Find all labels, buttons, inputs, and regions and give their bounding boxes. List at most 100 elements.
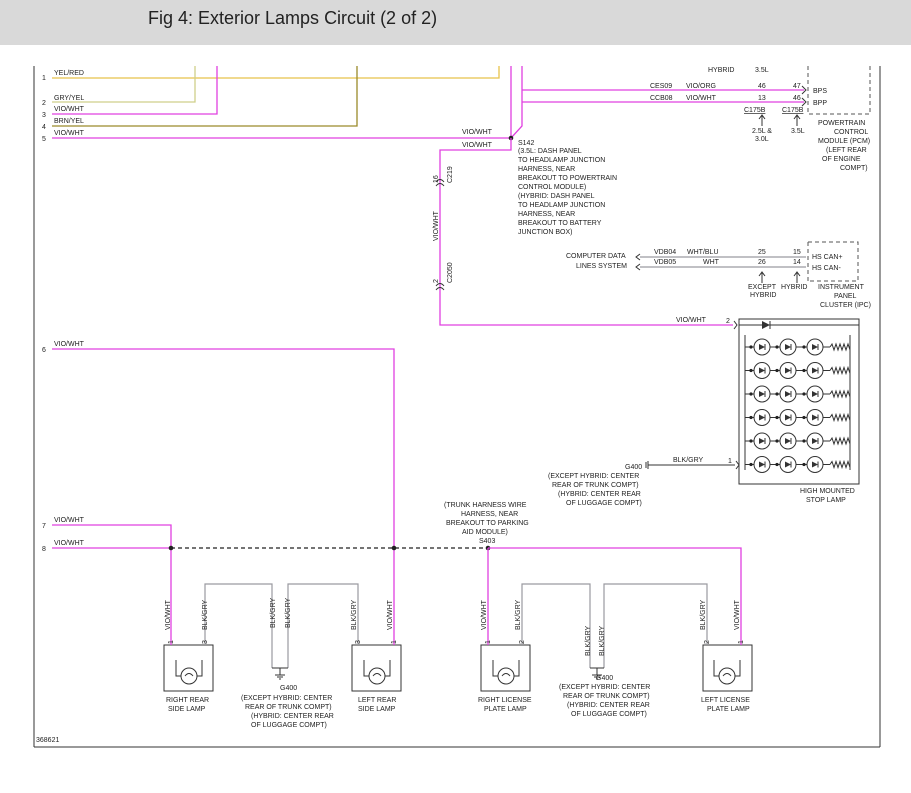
top-wires (52, 66, 523, 318)
figure-title: Fig 4: Exterior Lamps Circuit (2 of 2) (148, 8, 438, 28)
lamp-right-license-plate: VIO/WHT BLK/GRY 1 2 RIGHT LICENSE PLATE … (478, 599, 532, 713)
svg-text:(HYBRID: CENTER REAR: (HYBRID: CENTER REAR (251, 713, 334, 720)
ipc-section: COMPUTER DATA LINES SYSTEM VDB04 WHT/BLU… (566, 241, 871, 309)
c2050-pin: 2 (433, 279, 440, 283)
wire-yel-red (52, 66, 500, 79)
ipc-wire: WHT/BLU (687, 249, 719, 256)
pcm-box (807, 66, 871, 115)
ipc-pin: 15 (793, 249, 801, 256)
svg-text:(EXCEPT HYBRID: CENTER: (EXCEPT HYBRID: CENTER (559, 684, 650, 691)
ipc-wire: WHT (703, 259, 720, 266)
svg-text:BLK/GRY: BLK/GRY (599, 625, 606, 656)
lamp-right-rear-side: VIO/WHT BLK/GRY 1 3 RIGHT REAR SIDE LAMP (163, 599, 214, 713)
wire-gnd-ll (603, 583, 708, 668)
left-pins: 1 YEL/RED 2 GRY/YEL 3 VIO/WHT 4 BRN/YEL … (42, 70, 85, 553)
pcm-signal: BPP (813, 100, 827, 107)
pin-label: VIO/WHT (54, 341, 85, 348)
ipc-pin: 25 (758, 249, 766, 256)
svg-text:2: 2 (519, 640, 526, 644)
svg-text:SIDE LAMP: SIDE LAMP (168, 706, 206, 713)
pcm-circuit: CES09 (650, 83, 672, 90)
wire-gnd-lr (287, 583, 359, 668)
vertical-wire-connectors: 16 C219 VIO/WHT 2 C2050 (433, 166, 454, 291)
pin-num: 6 (42, 347, 46, 354)
ipc-pin: 14 (793, 259, 801, 266)
resistor (829, 412, 851, 423)
wire-brn-yel (52, 66, 358, 127)
svg-text:PLATE LAMP: PLATE LAMP (707, 706, 750, 713)
pcm-wire: VIO/WHT (686, 95, 717, 102)
c219-label: C219 (447, 166, 454, 183)
svg-text:BLK/GRY: BLK/GRY (585, 625, 592, 656)
wire-s142-down (439, 138, 512, 318)
ipc-name: INSTRUMENT (818, 284, 865, 291)
pin-label: VIO/WHT (54, 540, 85, 547)
svg-text:OF LUGGAGE COMPT): OF LUGGAGE COMPT) (251, 722, 327, 729)
wire-vio-wht-3 (52, 66, 218, 115)
g400-right: BLK/GRY BLK/GRY G400 (EXCEPT HYBRID: CEN… (559, 625, 650, 718)
svg-text:(HYBRID: CENTER REAR: (HYBRID: CENTER REAR (567, 702, 650, 709)
hmsl-ground: G400 (625, 464, 642, 471)
svg-text:REAR OF TRUNK COMPT): REAR OF TRUNK COMPT) (552, 482, 639, 489)
pcm-circuit: CCB08 (650, 95, 673, 102)
ipc-pin: 26 (758, 259, 766, 266)
resistor (829, 436, 851, 446)
svg-text:PLATE LAMP: PLATE LAMP (484, 706, 527, 713)
hmsl-wire-gnd: BLK/GRY (673, 457, 704, 464)
pcm-pin: 13 (758, 95, 766, 102)
wire-gnd-rl (521, 583, 591, 668)
svg-text:HARNESS, NEAR: HARNESS, NEAR (518, 166, 575, 173)
svg-text:MODULE (PCM): MODULE (PCM) (818, 138, 870, 145)
svg-text:HARNESS, NEAR: HARNESS, NEAR (518, 211, 575, 218)
ipc-signal: HS CAN- (812, 265, 841, 272)
svg-text:BLK/GRY: BLK/GRY (351, 599, 358, 630)
svg-text:BLK/GRY: BLK/GRY (270, 597, 277, 628)
pin-num: 2 (42, 100, 46, 107)
lamp-left-license-plate: BLK/GRY VIO/WHT 2 1 LEFT LICENSE PLATE L… (700, 599, 753, 713)
pin-label: GRY/YEL (54, 95, 84, 102)
svg-text:BLK/GRY: BLK/GRY (700, 599, 707, 630)
pcm-wire: VIO/ORG (686, 83, 716, 90)
wire-gnd-rr (204, 583, 273, 668)
ipc-sys: COMPUTER DATA (566, 253, 626, 260)
figure-header: Fig 4: Exterior Lamps Circuit (2 of 2) (0, 0, 911, 45)
svg-text:JUNCTION BOX): JUNCTION BOX) (518, 229, 572, 236)
svg-text:BLK/GRY: BLK/GRY (515, 599, 522, 630)
hmsl-box (738, 318, 860, 485)
ipc-signal: HS CAN+ (812, 254, 843, 261)
pin-num: 5 (42, 136, 46, 143)
resistor (829, 342, 851, 352)
svg-text:BREAKOUT TO POWERTRAIN: BREAKOUT TO POWERTRAIN (518, 175, 617, 182)
pin-num: 8 (42, 546, 46, 553)
wire-gry-yel (52, 66, 196, 103)
svg-text:BREAKOUT TO PARKING: BREAKOUT TO PARKING (446, 520, 529, 527)
wire-pin6 (52, 348, 395, 640)
ipc-sys: LINES SYSTEM (576, 263, 627, 270)
svg-text:(EXCEPT HYBRID: CENTER: (EXCEPT HYBRID: CENTER (241, 695, 332, 702)
pcm-signal: BPS (813, 88, 827, 95)
pin-num: 7 (42, 523, 46, 530)
svg-text:CLUSTER (IPC): CLUSTER (IPC) (820, 302, 871, 309)
g400-right-label: G400 (596, 675, 613, 682)
svg-text:(TRUNK HARNESS WIRE: (TRUNK HARNESS WIRE (444, 502, 527, 509)
svg-text:1: 1 (391, 640, 398, 644)
c2050-label: C2050 (447, 262, 454, 283)
hmsl-wire-in: VIO/WHT (676, 317, 707, 324)
pcm-conn-b: C175B (782, 107, 804, 114)
wire-s403-left-license (488, 547, 742, 640)
resistor (829, 459, 851, 470)
svg-text:COMPT): COMPT) (840, 165, 868, 172)
pin-label: VIO/WHT (54, 130, 85, 137)
hmsl-pin-gnd: 1 (728, 458, 732, 465)
s403-splice: (TRUNK HARNESS WIRE HARNESS, NEAR BREAKO… (444, 502, 529, 545)
ipc-box (808, 241, 859, 282)
svg-text:(LEFT REAR: (LEFT REAR (826, 147, 867, 154)
svg-text:(HYBRID: CENTER REAR: (HYBRID: CENTER REAR (558, 491, 641, 498)
pin-num: 1 (42, 75, 46, 82)
s142-label: S142 (518, 140, 534, 147)
lamp-name: RIGHT REAR (166, 697, 209, 704)
ipc-circuit: VDB04 (654, 249, 676, 256)
pcm-top-cut: HYBRID (708, 67, 734, 74)
wire-s142-up (510, 66, 523, 139)
